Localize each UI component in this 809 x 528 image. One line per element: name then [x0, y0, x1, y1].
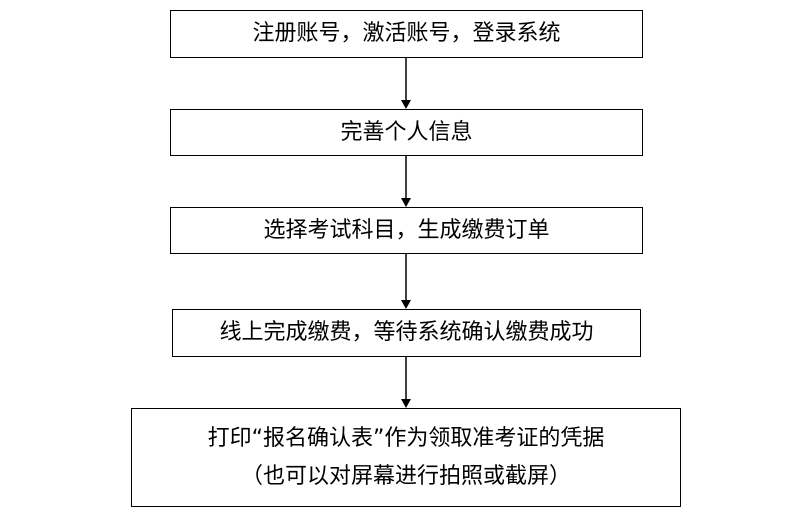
arrow-2-to-3 — [401, 156, 411, 207]
arrow-1-head — [401, 100, 411, 109]
step-5-text-line-2: （也可以对屏幕进行拍照或截屏） — [240, 463, 571, 489]
step-4-box: 线上完成缴费，等待系统确认缴费成功 — [172, 309, 641, 357]
step-2-box: 完善个人信息 — [170, 109, 643, 156]
step-4-text: 线上完成缴费，等待系统确认缴费成功 — [219, 320, 594, 346]
step-2-text: 完善个人信息 — [340, 119, 473, 145]
step-3-box: 选择考试科目，生成缴费订单 — [170, 207, 643, 254]
arrow-4-head — [401, 399, 411, 408]
arrow-3-head — [401, 300, 411, 309]
arrow-3-to-4 — [401, 254, 411, 309]
step-5-text-line-1: 打印“报名确认表”作为领取准考证的凭据 — [207, 426, 605, 451]
arrow-1-to-2 — [401, 58, 411, 109]
step-1-box: 注册账号，激活账号，登录系统 — [170, 10, 643, 58]
step-5-box: 打印“报名确认表”作为领取准考证的凭据 （也可以对屏幕进行拍照或截屏） — [131, 408, 681, 507]
step-3-text: 选择考试科目，生成缴费订单 — [263, 217, 550, 243]
step-1-text: 注册账号，激活账号，登录系统 — [252, 21, 561, 47]
arrow-2-head — [401, 198, 411, 207]
arrow-4-to-5 — [401, 357, 411, 408]
